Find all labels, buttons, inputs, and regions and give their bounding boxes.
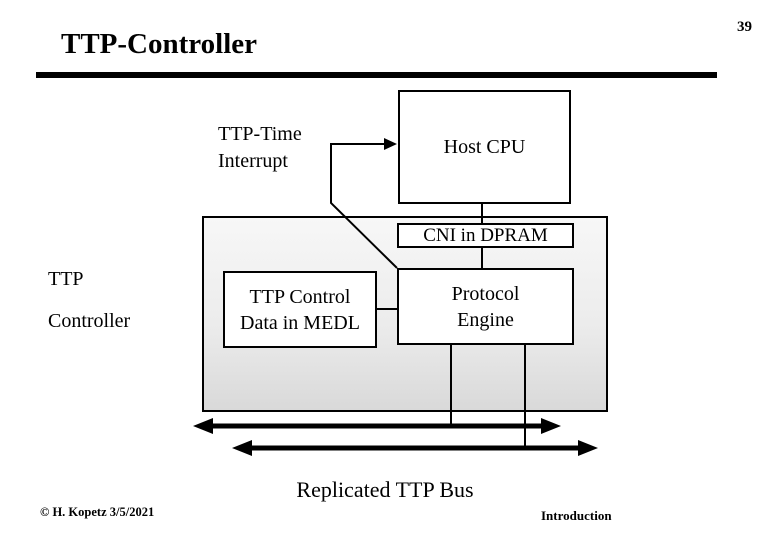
medl-label-line1: TTP Control bbox=[249, 285, 351, 308]
interrupt-label-line2: Interrupt bbox=[218, 150, 288, 172]
ttp-control-data-medl-box: TTP Control Data in MEDL bbox=[223, 271, 377, 348]
ttp-time-interrupt-label: TTP-Time Interrupt bbox=[218, 121, 302, 175]
ttp-controller-label-line2: Controller bbox=[48, 310, 131, 332]
protocol-engine-box: Protocol Engine bbox=[397, 268, 574, 345]
bus1-left-arrowhead-icon bbox=[193, 418, 213, 434]
footer-section-label: Introduction bbox=[541, 508, 612, 523]
bus2-right-arrowhead-icon bbox=[578, 440, 598, 456]
host-cpu-box: Host CPU bbox=[398, 90, 571, 204]
cni-dpram-box: CNI in DPRAM bbox=[397, 223, 574, 248]
cni-dpram-label: CNI in DPRAM bbox=[423, 225, 548, 246]
medl-label-line2: Data in MEDL bbox=[240, 311, 360, 334]
replicated-ttp-bus-label: Replicated TTP Bus bbox=[296, 477, 474, 502]
protocol-engine-label-line1: Protocol bbox=[451, 282, 520, 305]
ttp-controller-label-line1: TTP bbox=[48, 268, 84, 290]
footer-copyright: © H. Kopetz 3/5/2021 bbox=[40, 505, 155, 519]
page-number: 39 bbox=[737, 19, 752, 35]
bus2-left-arrowhead-icon bbox=[232, 440, 252, 456]
interrupt-arrowhead-icon bbox=[384, 138, 397, 150]
protocol-engine-label-line2: Engine bbox=[457, 308, 514, 331]
interrupt-label-line1: TTP-Time bbox=[218, 123, 302, 145]
title-underline-rule bbox=[36, 72, 717, 78]
bus1-right-arrowhead-icon bbox=[541, 418, 561, 434]
host-cpu-label: Host CPU bbox=[443, 136, 526, 158]
slide-title: TTP-Controller bbox=[61, 28, 257, 60]
